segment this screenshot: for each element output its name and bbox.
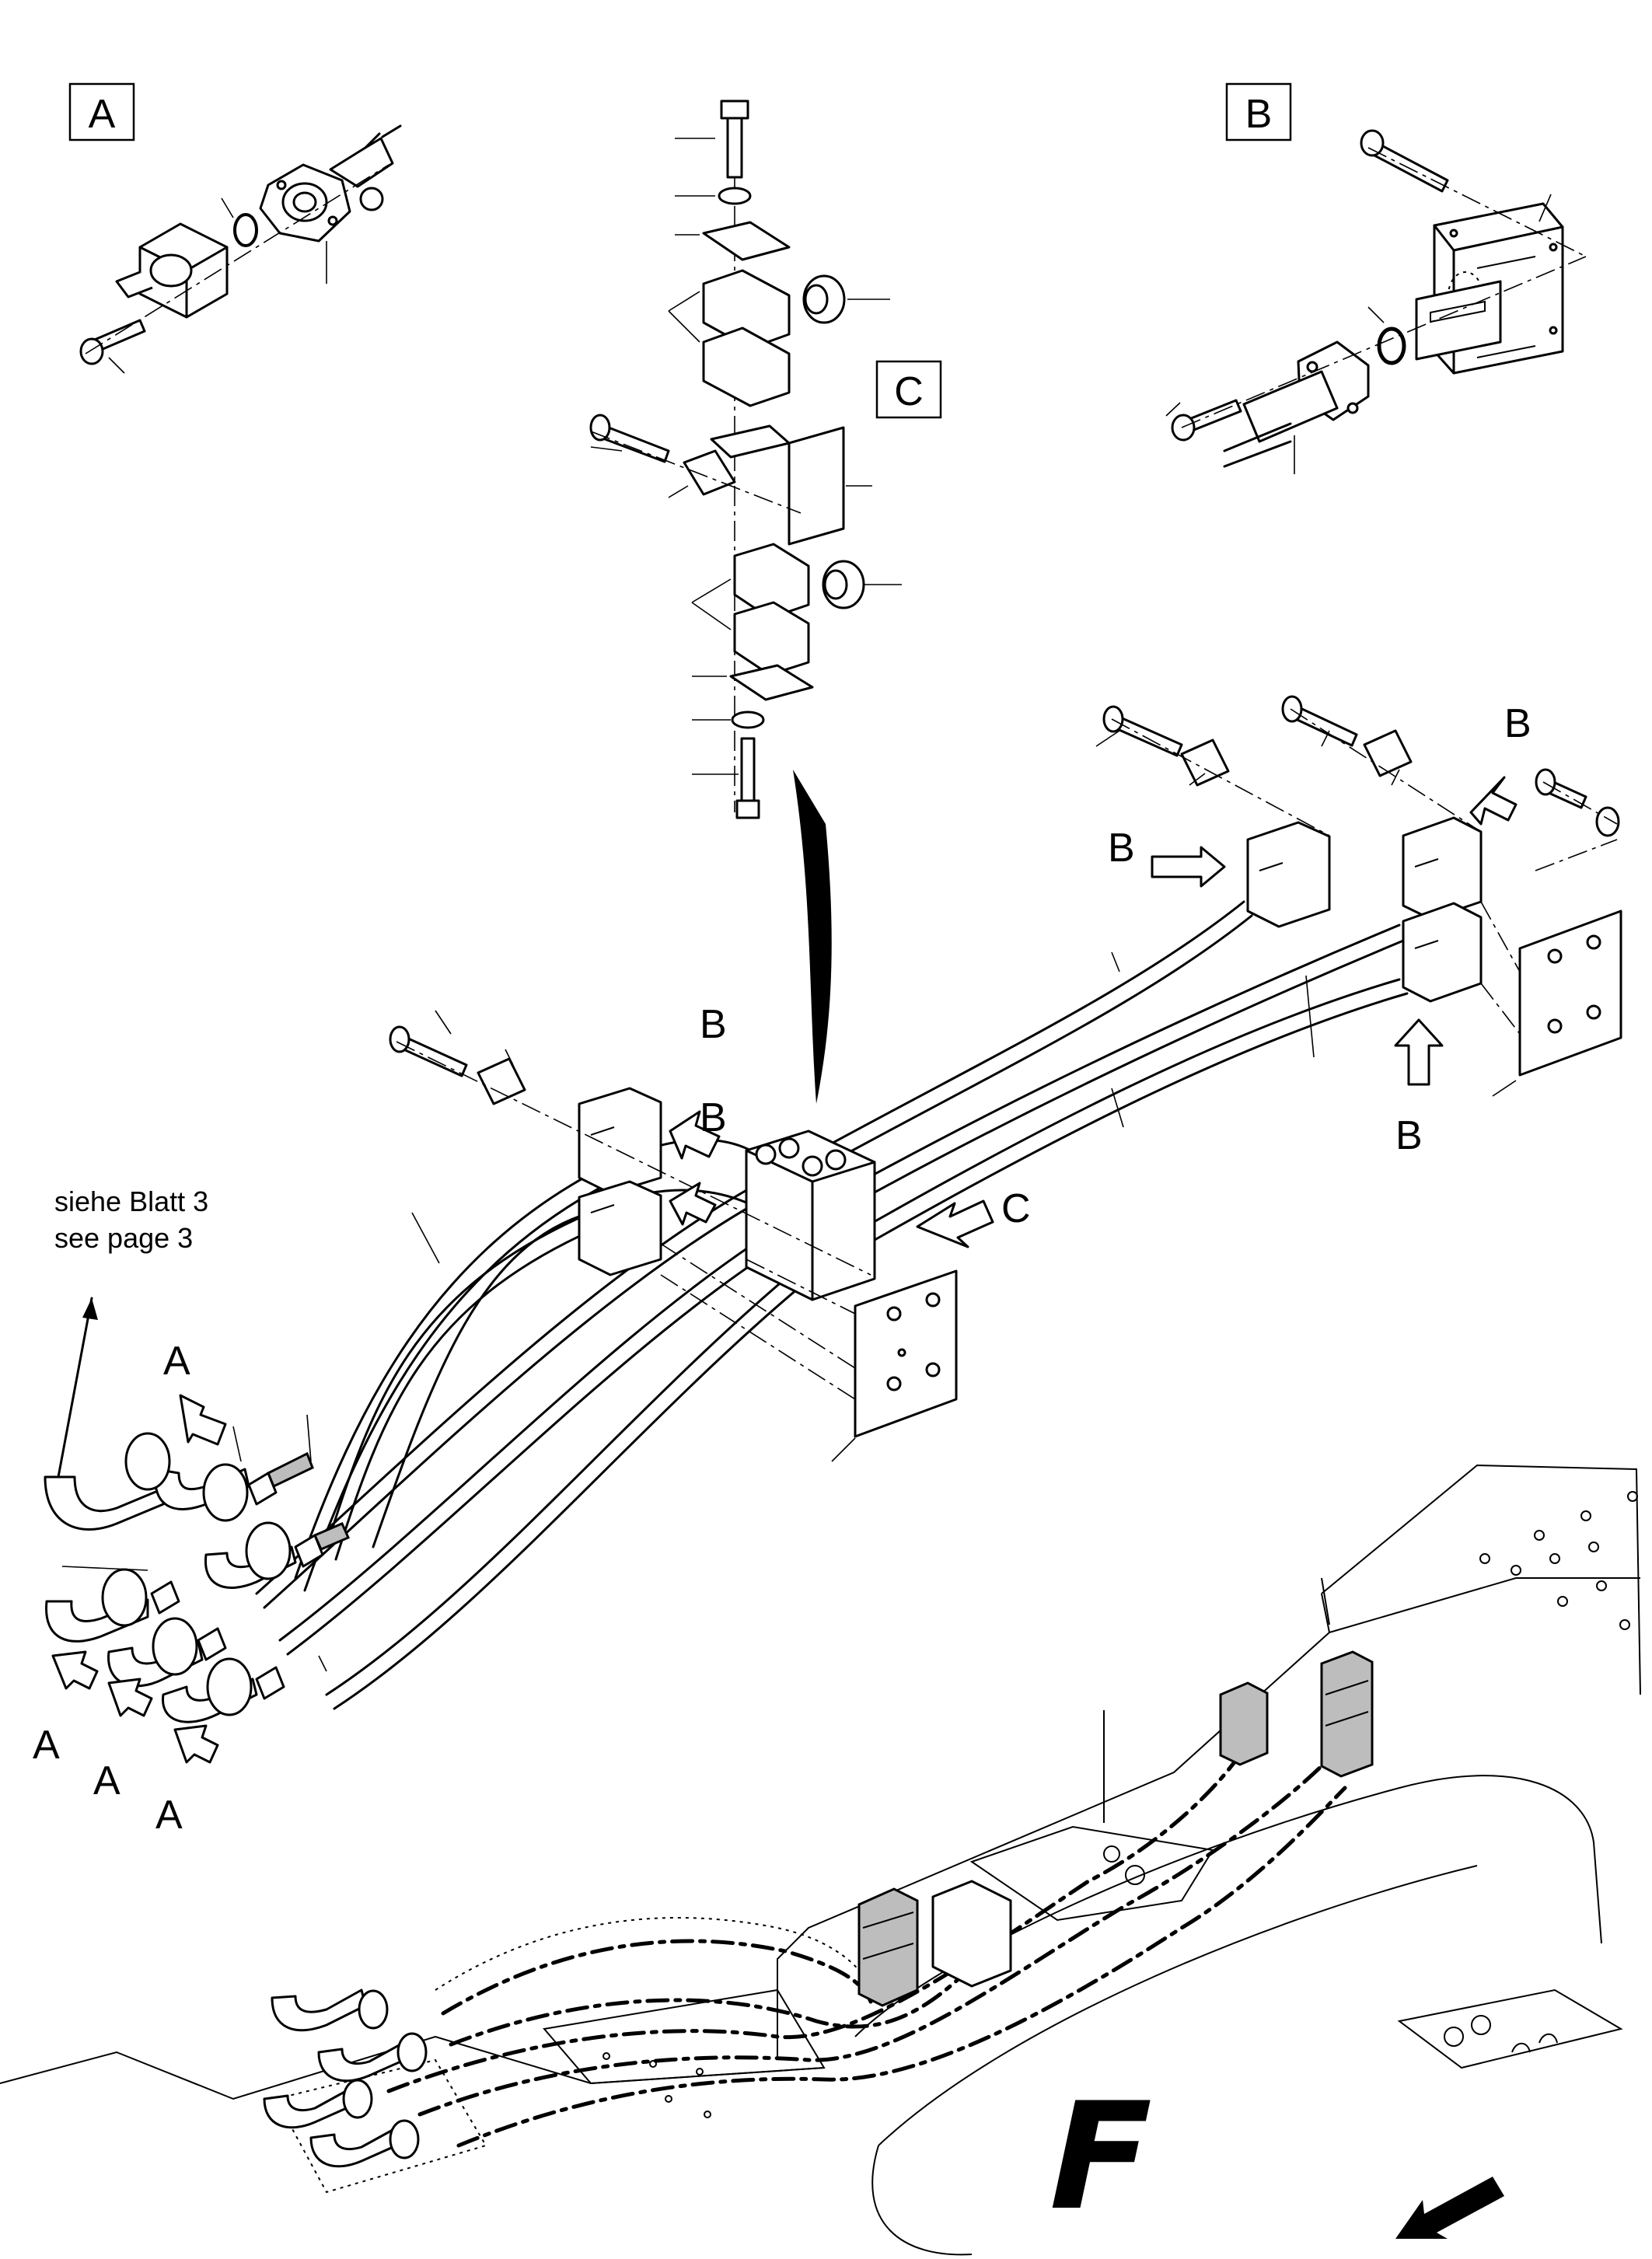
curved-arrow-c xyxy=(793,770,832,1104)
main-hose-assembly: siehe Blatt 3 see page 3 xyxy=(44,695,1622,1723)
o-ring-b xyxy=(1377,326,1406,365)
callout-b-2: B xyxy=(700,1095,727,1140)
note-line-1: siehe Blatt 3 xyxy=(54,1185,208,1217)
callout-a-2: A xyxy=(33,1723,60,1768)
callout-b-3: B xyxy=(1108,826,1135,871)
note-line-2: see page 3 xyxy=(54,1222,193,1254)
callout-a-3: A xyxy=(93,1758,120,1803)
forward-arrow xyxy=(1395,2177,1504,2239)
callout-markers: A A A A B B B B B C xyxy=(33,701,1532,1838)
o-ring-a xyxy=(233,213,258,247)
see-page-arrow xyxy=(57,1297,93,1479)
callout-c: C xyxy=(1001,1186,1031,1231)
hose-bundle xyxy=(255,900,1409,1710)
callout-b-5: B xyxy=(1395,1113,1423,1158)
detail-c-view: C xyxy=(589,100,942,1104)
forward-direction-indicator: F xyxy=(1032,2072,1504,2243)
callout-a-4: A xyxy=(155,1793,183,1838)
right-clamp-blocks xyxy=(1095,695,1622,1097)
detail-a-label: A xyxy=(89,92,116,137)
left-fittings xyxy=(44,1432,350,1723)
detail-b-box xyxy=(1225,82,1292,141)
direction-letter: F xyxy=(1032,2072,1169,2243)
detail-b-view: B xyxy=(1165,82,1587,474)
detail-a-view: A xyxy=(68,82,402,374)
callout-b-4: B xyxy=(1504,701,1532,746)
detail-c-label: C xyxy=(894,369,924,414)
detail-c-box xyxy=(875,360,942,419)
detail-b-label: B xyxy=(1245,92,1273,137)
left-clamp-blocks xyxy=(389,1010,876,1301)
callout-b-1: B xyxy=(700,1002,727,1047)
lower-hose-routing xyxy=(263,1650,1374,2168)
detail-a-box xyxy=(68,82,135,141)
callout-a-1: A xyxy=(163,1339,190,1384)
